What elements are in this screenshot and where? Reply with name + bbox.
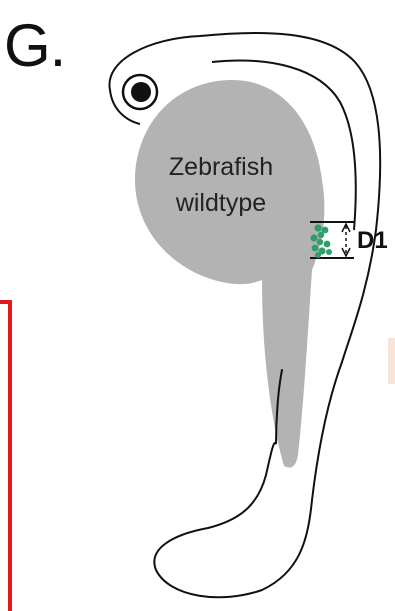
specimen-label-line1: Zebrafish <box>141 149 301 185</box>
labeled-cell <box>317 239 323 245</box>
specimen-label: Zebrafish wildtype <box>141 149 301 221</box>
labeled-cell <box>324 241 331 248</box>
labeled-cell <box>314 224 321 231</box>
eye-pupil <box>131 82 151 102</box>
specimen-label-line2: wildtype <box>141 185 301 221</box>
labeled-cell <box>310 234 317 241</box>
labeled-cell <box>312 245 319 252</box>
panel-letter: G. <box>4 16 65 76</box>
neighbor-panel-fragment <box>388 338 395 384</box>
labeled-cell <box>318 232 324 238</box>
neighbor-panel-frame <box>0 302 10 611</box>
yolk-sac <box>135 80 324 468</box>
labeled-cell <box>326 249 332 255</box>
labeled-cell <box>315 252 321 258</box>
measurement-label: D1 <box>357 228 388 254</box>
